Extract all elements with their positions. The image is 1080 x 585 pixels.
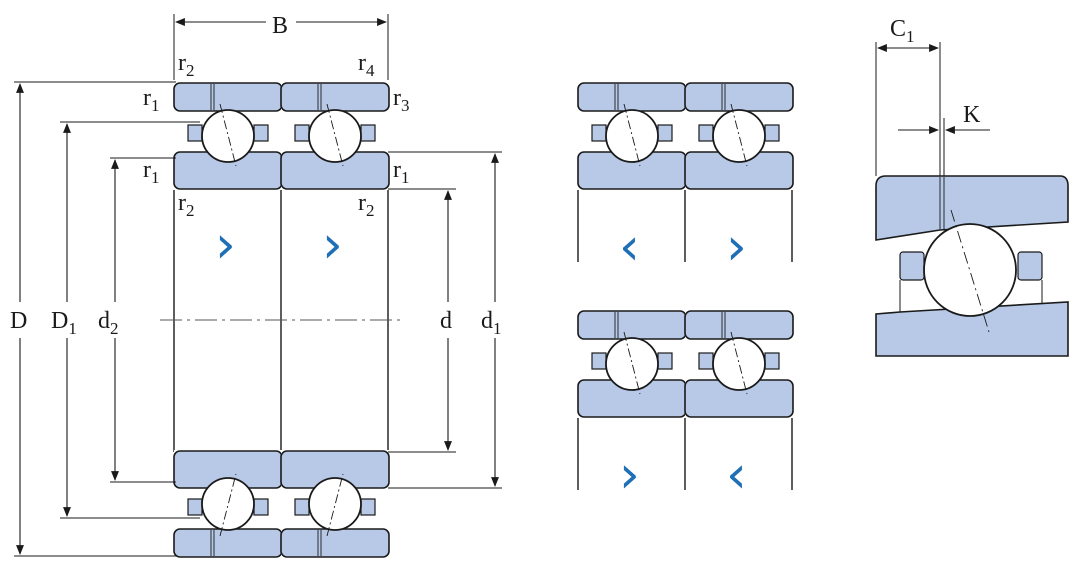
- label-r2-bottom-left: r2: [178, 190, 195, 220]
- dimension-B: B: [173, 13, 389, 80]
- chevron-icon: ›: [619, 445, 640, 505]
- label-r2-top-left: r2: [178, 50, 195, 80]
- extension-lines: [14, 81, 502, 557]
- bearing-detail: [875, 175, 1069, 357]
- chevron-icon: ›: [726, 217, 747, 277]
- main-bearing-pair: › ›: [160, 81, 400, 559]
- label-C1: C1: [890, 16, 915, 46]
- bearing-top-left: [173, 81, 283, 191]
- chevron-icon: ›: [322, 215, 343, 275]
- label-K: K: [963, 102, 981, 128]
- chevron-icon: ›: [215, 215, 236, 275]
- diameter-dimensions: [16, 83, 499, 555]
- dimension-K: K: [898, 102, 990, 176]
- dimension-C1: C1: [875, 16, 941, 176]
- label-r1-inner-left: r1: [143, 157, 160, 187]
- label-r1-top: r1: [143, 85, 160, 115]
- label-r4: r4: [358, 50, 375, 80]
- bearing-top-right: [280, 81, 390, 191]
- label-r1-inner-right: r1: [393, 157, 410, 187]
- bearing-pair-arrangement-2: › ‹: [577, 309, 794, 505]
- label-B: B: [272, 13, 288, 39]
- label-D: D: [10, 308, 27, 334]
- chevron-icon: ‹: [726, 445, 747, 505]
- bearing-bottom-right: [280, 449, 390, 559]
- chevron-icon: ‹: [619, 217, 640, 277]
- label-r3: r3: [393, 85, 410, 115]
- label-d1: d1: [481, 308, 502, 338]
- label-d2: d2: [98, 308, 119, 338]
- bearing-pair-arrangement-1: ‹ ›: [577, 81, 794, 277]
- label-r2-bottom-right: r2: [358, 190, 375, 220]
- bearing-bottom-left: [173, 449, 283, 559]
- label-d: d: [440, 308, 452, 334]
- label-D1: D1: [51, 308, 77, 338]
